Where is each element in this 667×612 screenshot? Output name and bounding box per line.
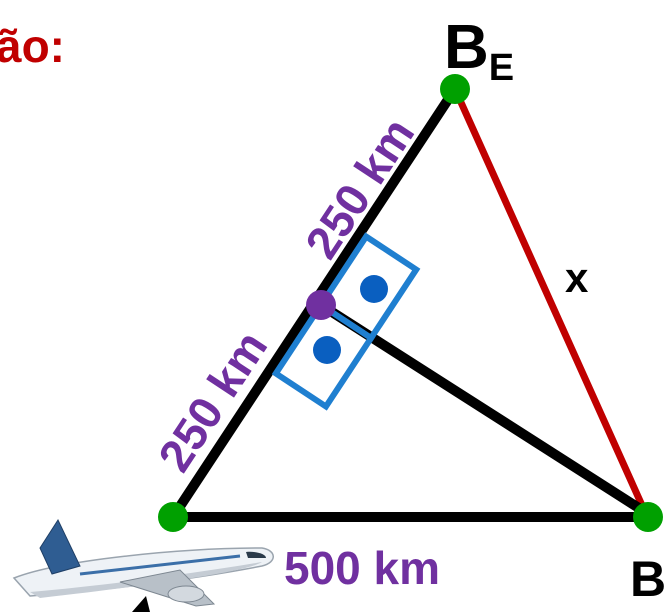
base-label: 500 km: [284, 542, 440, 594]
vertex-top-label: BE: [444, 13, 514, 89]
airplane-icon: [12, 518, 274, 612]
right-angle-box-lower: [271, 300, 376, 411]
side-x: [451, 85, 649, 516]
vertex-right-point: [633, 502, 663, 532]
vertex-right-label: B: [630, 551, 666, 607]
right-angle-dot-lower: [313, 336, 341, 364]
perpendicular-line: [316, 300, 650, 517]
right-angle-marker: [271, 232, 421, 411]
midpoint: [306, 290, 336, 320]
title-fragment: ão:: [0, 20, 65, 72]
right-angle-dot-upper: [360, 275, 388, 303]
vertex-left-point: [158, 502, 188, 532]
vertex-top-point: [440, 74, 470, 104]
side-x-label: x: [565, 254, 589, 301]
